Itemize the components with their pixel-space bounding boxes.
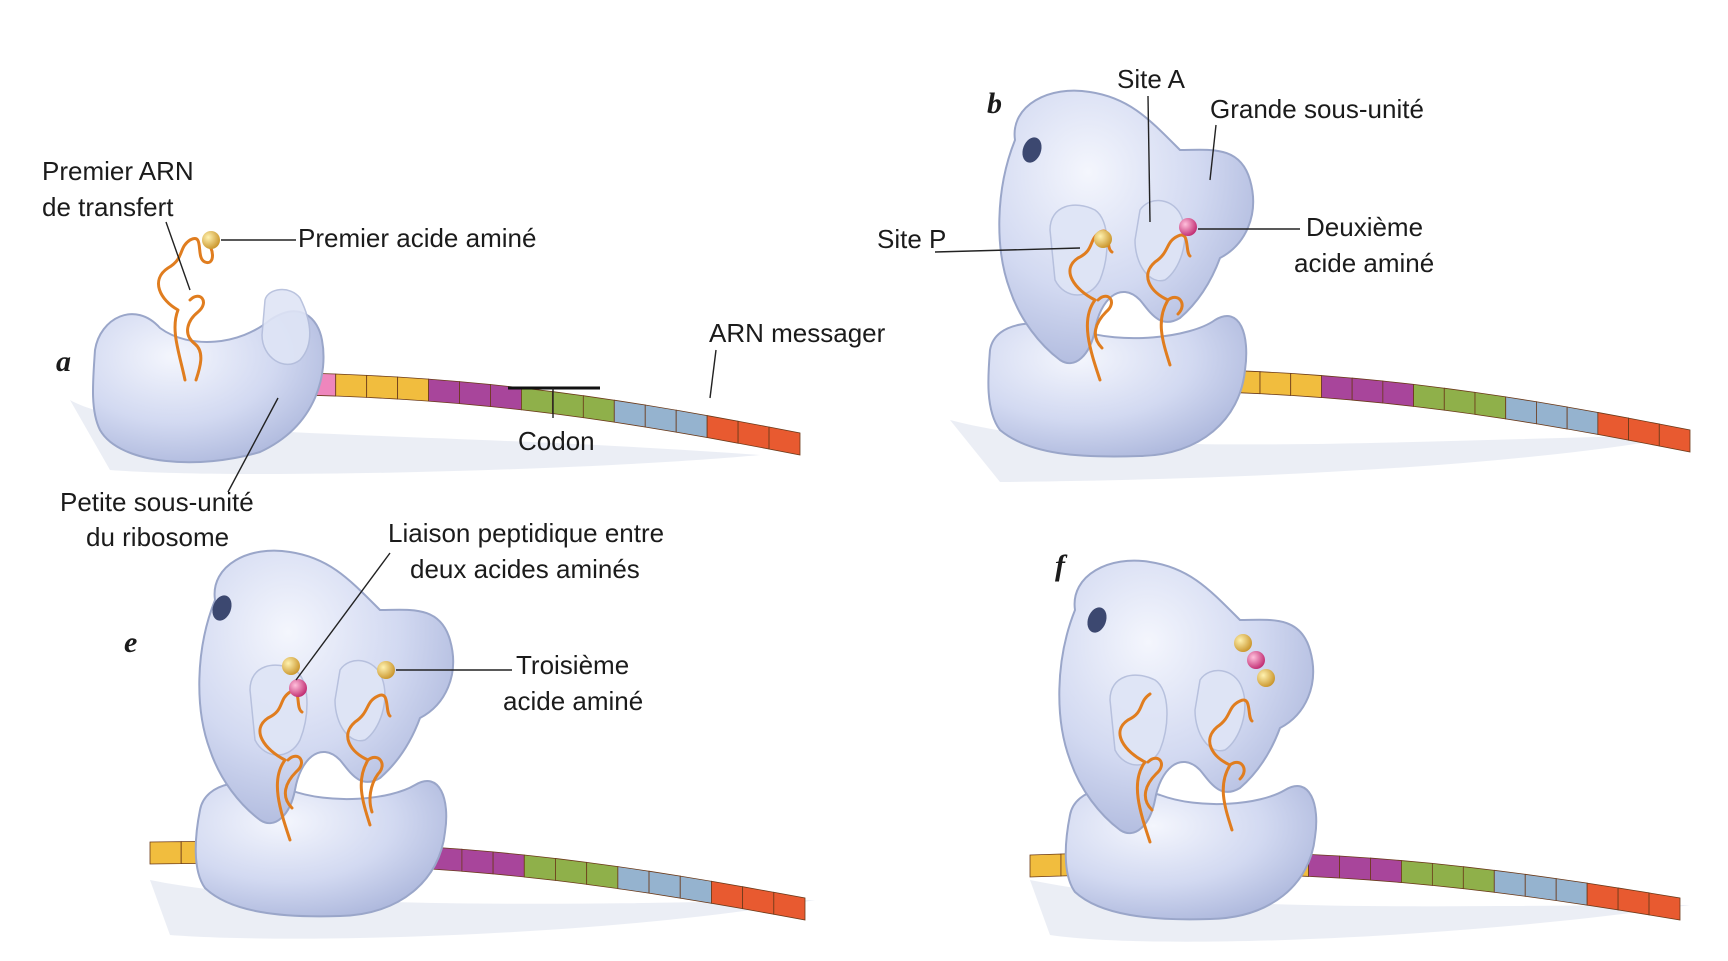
mrna-nucleotide-cell: [1432, 863, 1463, 888]
mrna-nucleotide-cell: [429, 379, 460, 403]
mrna-nucleotide-cell: [1494, 870, 1525, 896]
first-amino-ball-e: [282, 657, 300, 675]
panel-letter-b: b: [987, 87, 1002, 120]
panel-a: Premier acide aminé Premier ARN de trans…: [42, 156, 886, 552]
panel-e: Liaison peptidique entre deux acides ami…: [124, 518, 815, 939]
site-p-pocket-b: [1050, 205, 1107, 295]
mrna-nucleotide-cell: [521, 388, 552, 414]
mrna-nucleotide-cell: [680, 876, 711, 903]
mrna-nucleotide-cell: [583, 396, 614, 422]
panel-f: f: [1030, 549, 1690, 942]
label-site-p: Site P: [877, 224, 946, 254]
mrna-nucleotide-cell: [398, 377, 429, 401]
mrna-nucleotide-cell: [555, 858, 586, 884]
first-amino-ball-b: [1094, 230, 1112, 248]
third-amino-ball-e: [377, 661, 395, 679]
label-small-subunit-line2: du ribosome: [86, 522, 229, 552]
mrna-nucleotide-cell: [676, 410, 707, 437]
mrna-nucleotide-cell: [1463, 867, 1494, 893]
panel-letter-e: e: [124, 626, 137, 659]
mrna-nucleotide-cell: [1475, 392, 1506, 419]
mrna-nucleotide-cell: [587, 862, 618, 888]
mrna-nucleotide-cell: [1506, 397, 1537, 424]
mrna-nucleotide-cell: [1567, 407, 1598, 434]
label-first-amino: Premier acide aminé: [298, 223, 536, 253]
label-peptide-line1: Liaison peptidique entre: [388, 518, 664, 548]
mrna-nucleotide-cell: [1309, 854, 1340, 878]
mrna-nucleotide-cell: [1649, 893, 1680, 920]
mrna-nucleotide-cell: [1556, 879, 1587, 906]
label-site-a: Site A: [1117, 64, 1186, 94]
panel-letter-f: f: [1055, 549, 1068, 582]
mrna-nucleotide-cell: [524, 855, 555, 880]
mrna-nucleotide-cell: [1370, 858, 1401, 882]
second-amino-ball-b: [1179, 218, 1197, 236]
label-third-amino-line2: acide aminé: [503, 686, 643, 716]
mrna-nucleotide-cell: [1618, 888, 1649, 915]
label-second-amino-line1: Deuxième: [1306, 212, 1423, 242]
small-subunit-b: [988, 316, 1246, 456]
mrna-nucleotide-cell: [367, 375, 398, 399]
third-amino-ball-f: [1257, 669, 1275, 687]
mrna-nucleotide-cell: [645, 405, 676, 432]
mrna-nucleotide-cell: [1525, 874, 1556, 900]
mrna-nucleotide-cell: [1383, 381, 1414, 406]
panel-letter-a: a: [56, 345, 71, 378]
mrna-nucleotide-cell: [774, 892, 805, 920]
mrna-nucleotide-cell: [738, 421, 769, 449]
mrna-nucleotide-cell: [707, 416, 738, 444]
mrna-nucleotide-cell: [1291, 373, 1322, 397]
mrna-nucleotide-cell: [460, 382, 491, 407]
mrna-nucleotide-cell: [1587, 883, 1618, 910]
label-codon: Codon: [518, 426, 595, 456]
label-large-subunit: Grande sous-unité: [1210, 94, 1424, 124]
large-subunit-e: [199, 551, 453, 824]
mrna-nucleotide-cell: [1536, 402, 1567, 429]
small-subunit-e: [196, 781, 447, 916]
mrna-nucleotide-cell: [493, 852, 524, 877]
mrna-nucleotide-cell: [614, 400, 645, 427]
first-amino-ball-f: [1234, 634, 1252, 652]
mrna-nucleotide-cell: [552, 392, 583, 418]
mrna-nucleotide-cell: [462, 849, 493, 874]
second-amino-ball-e: [289, 679, 307, 697]
mrna-nucleotide-cell: [1340, 856, 1371, 880]
mrna-nucleotide-cell: [1260, 372, 1291, 396]
leader-mrna: [710, 350, 716, 398]
mrna-nucleotide-cell: [1401, 861, 1432, 886]
mrna-nucleotide-cell: [1444, 388, 1475, 414]
mrna-nucleotide-cell: [336, 374, 367, 397]
label-trna-line2: de transfert: [42, 192, 174, 222]
mrna-nucleotide-cell: [150, 842, 181, 864]
label-small-subunit-line1: Petite sous-unité: [60, 487, 254, 517]
mrna-nucleotide-cell: [649, 871, 680, 898]
panel-b: Site A Grande sous-unité Site P Deuxième…: [877, 64, 1690, 482]
label-trna-line1: Premier ARN: [42, 156, 194, 186]
small-subunit-lobe-a: [262, 290, 310, 365]
mrna-nucleotide-cell: [1030, 854, 1061, 877]
site-p-pocket-f: [1110, 675, 1167, 765]
mrna-nucleotide-cell: [1598, 412, 1629, 440]
mrna-nucleotide-cell: [618, 867, 649, 894]
mrna-nucleotide-cell: [1414, 384, 1445, 410]
second-amino-ball-f: [1247, 651, 1265, 669]
label-third-amino-line1: Troisième: [516, 650, 629, 680]
mrna-nucleotide-cell: [1352, 378, 1383, 403]
label-second-amino-line2: acide aminé: [1294, 248, 1434, 278]
mrna-nucleotide-cell: [1321, 376, 1352, 401]
first-amino-ball-a: [202, 231, 220, 249]
label-mrna: ARN messager: [709, 318, 886, 348]
mrna-nucleotide-cell: [769, 427, 800, 455]
mrna-nucleotide-cell: [1659, 424, 1690, 452]
large-subunit-f: [1059, 561, 1313, 834]
leader-trna: [166, 222, 190, 290]
label-peptide-line2: deux acides aminés: [410, 554, 640, 584]
